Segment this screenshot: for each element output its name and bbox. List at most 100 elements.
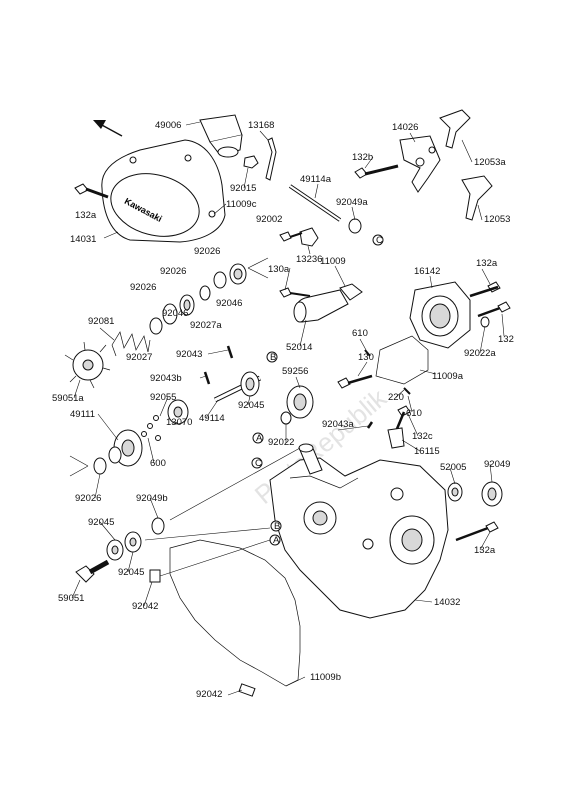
label-14031: 14031 [70,234,96,245]
label-11009b: 11009b [310,672,341,683]
callout-b-cover-letter: B [274,521,280,532]
label-92045-left: 92045 [88,517,114,528]
part-13236 [299,227,319,247]
plug-16115 [387,427,405,449]
label-49114a: 49114a [300,174,332,185]
label-92002: 92002 [256,214,282,225]
label-610-lower: 610 [406,408,422,419]
label-92043: 92043 [176,349,202,360]
gasket-11009b [169,539,301,687]
part-13168 [265,137,277,181]
callout-a-cover-letter: A [273,535,280,546]
lever-12053a [439,109,471,149]
label-59256: 59256 [282,366,308,377]
part-59051 [75,559,110,583]
balls-600 [141,415,161,441]
label-14032: 14032 [434,597,460,608]
callout-a-top-letter: A [256,433,263,444]
label-600: 600 [150,458,166,469]
callout-c-cover-letter: C [255,458,262,469]
clutch-cover: Kawasaki [101,139,226,243]
label-92026-a: 92026 [194,246,220,257]
marker-b-top [266,351,278,363]
pipe-52014 [293,289,349,323]
label-132a-top: 132a [75,210,97,221]
label-92055: 92055 [150,392,176,403]
governor-49111 [108,429,143,467]
bolt-132a-lower [455,521,499,542]
label-12053a: 12053a [474,157,506,168]
label-92043b: 92043b [150,373,182,384]
gear-59256 [286,385,314,419]
label-92015: 92015 [230,183,256,194]
label-132: 132 [498,334,514,345]
seal-92049a [348,218,362,234]
bolt-132a-right [469,281,501,298]
label-11009a: 11009a [432,371,464,382]
bolt-132b [354,164,399,179]
label-92046-b: 92046 [162,308,188,319]
label-49111: 49111 [70,409,95,420]
marker-c-top [372,234,384,246]
label-130: 130 [358,352,374,363]
bolt-130 [337,374,373,389]
label-92026-left: 92026 [75,493,101,504]
spring-92081 [111,331,151,357]
pin-92043a [366,421,374,429]
label-92027a: 92027a [190,320,222,331]
label-92046-a: 92046 [216,298,242,309]
label-92043a: 92043a [322,419,354,430]
bolt-132 [477,301,511,318]
label-92042-mid: 92042 [132,601,158,612]
bracket-14026 [399,135,441,193]
bolt-130a [279,287,311,298]
washer-92026-left [93,457,107,475]
label-52005: 52005 [440,462,466,473]
label-92045-mid: 92045 [238,400,264,411]
marker-c-cover [251,457,263,469]
nut-92015 [243,155,259,169]
label-59051: 59051 [58,593,84,604]
callout-c-top-letter: C [376,235,383,246]
gasket-11009a [375,335,429,385]
leader-lines-left [69,455,89,477]
label-92022a: 92022a [464,348,496,359]
label-220: 220 [388,392,404,403]
bushing-92042-lower [238,683,256,697]
seal-92049b [151,517,165,535]
label-92049b: 92049b [136,493,168,504]
label-13070: 13070 [166,417,192,428]
label-132c: 132c [412,431,433,442]
bolt-132a [74,183,109,199]
label-13236: 13236 [296,254,322,265]
washer-92022a [480,316,490,328]
label-92026-b: 92026 [160,266,186,277]
label-92045-lower: 92045 [118,567,144,578]
label-13168: 13168 [248,120,274,131]
marker-a-top [252,432,264,444]
label-92027: 92027 [126,352,152,363]
label-16142: 16142 [414,266,440,277]
callout-b-top-letter: B [270,352,276,363]
lever-12053 [461,175,493,221]
leader-lines-upper [247,257,269,279]
label-49114: 49114 [199,413,225,424]
label-92042-lower: 92042 [196,689,222,700]
label-11009: 11009 [320,256,346,267]
label-92081: 92081 [88,316,114,327]
marker-b-cover [270,520,282,532]
label-610-upper: 610 [352,328,368,339]
seal-92049 [481,481,503,507]
bearing-92045 [240,371,260,397]
label-132b: 132b [352,152,373,163]
label-92026-c: 92026 [130,282,156,293]
label-132a-lower: 132a [474,545,496,556]
pin-220 [403,387,411,395]
label-92022: 92022 [268,437,294,448]
washer-stack-upper [149,263,247,335]
guide-lines [144,447,301,577]
pin-92043 [226,345,234,359]
label-92049: 92049 [484,459,510,470]
